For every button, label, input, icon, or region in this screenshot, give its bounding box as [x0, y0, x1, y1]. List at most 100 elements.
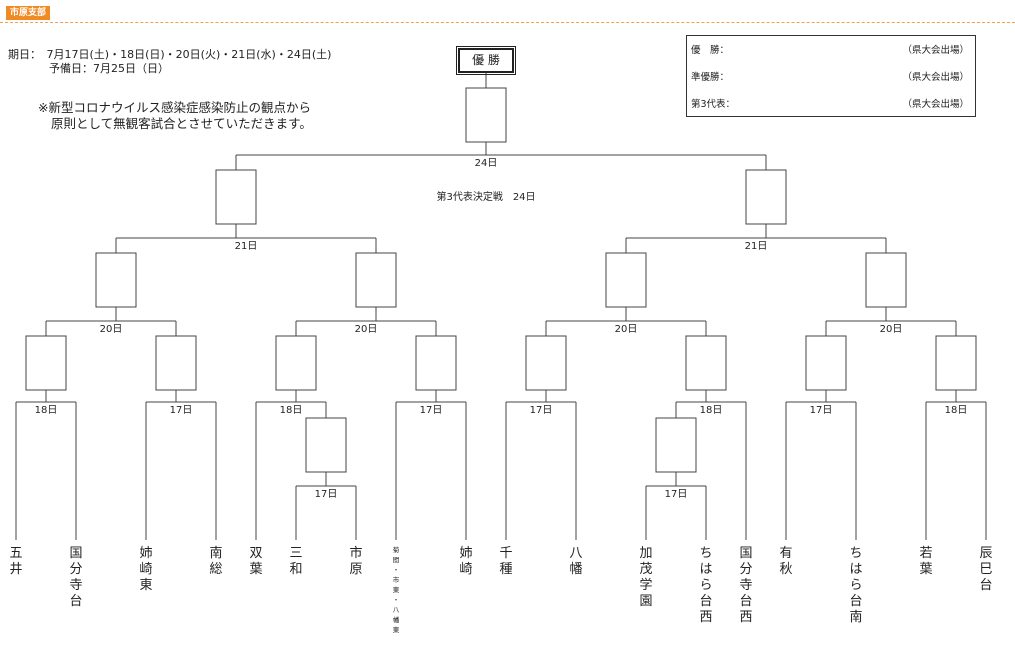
team-name: 秋 [779, 562, 792, 577]
quarterfinal-date-label: 20日 [100, 324, 123, 335]
notice-line-2: 原則として無観客試合とさせていただきます。 [51, 116, 312, 131]
round-box [935, 335, 977, 391]
team-name: 国 [739, 546, 752, 561]
round-box [155, 335, 197, 391]
champion-box: 優 勝 [456, 46, 516, 75]
first-round-date-label: 17日 [170, 405, 193, 416]
legend-row-runner-up: 準優勝： （県大会出場） [691, 69, 969, 83]
team-name: 姉 [459, 546, 472, 561]
legend-row-third: 第3代表： （県大会出場） [691, 96, 969, 110]
team-name: ち [699, 546, 712, 561]
team-name: 南 [209, 545, 222, 561]
team-name: ・ [393, 596, 400, 604]
team-name: 分 [69, 562, 82, 577]
team-name: 崎 [139, 562, 152, 577]
team-name: 巳 [979, 562, 992, 577]
team-name: ら [849, 578, 862, 593]
round-box [25, 335, 67, 391]
team-name: 園 [639, 594, 652, 609]
quarterfinal-date-label: 20日 [615, 324, 638, 335]
quarterfinal-date-label: 20日 [355, 324, 378, 335]
header-divider [0, 22, 1015, 23]
team-name: 東 [393, 625, 400, 634]
legend-label: 準優勝： [691, 72, 730, 83]
notice-line-1: ※新型コロナウイルス感染症感染防止の観点から [38, 100, 311, 115]
team-name: 葉 [249, 562, 262, 577]
legend-label: 第3代表： [691, 99, 736, 110]
team-name: 南 [849, 609, 862, 625]
team-name: 種 [499, 561, 512, 577]
team-name: 井 [9, 562, 22, 577]
final-date-label: 24日 [475, 158, 498, 169]
third-place-label: 第3代表決定戦 24日 [436, 190, 535, 203]
round-box [805, 335, 847, 391]
team-name: 崎 [459, 562, 472, 577]
team-name: 台 [699, 594, 712, 609]
first-round-date-label: 18日 [945, 405, 968, 416]
team-name: は [849, 562, 862, 577]
legend-note: （県大会出場） [902, 45, 969, 56]
team-name: 市 [349, 545, 362, 561]
team-name: ら [699, 578, 712, 593]
team-name: 台 [979, 578, 992, 593]
team-name: 台 [849, 594, 862, 609]
round-box [685, 335, 727, 391]
team-name: 総 [209, 562, 222, 577]
team-name: 若 [919, 545, 932, 561]
semifinal-box [215, 169, 257, 225]
team-name: 和 [289, 562, 302, 577]
team-name: 辰 [979, 546, 992, 561]
team-name: ・ [393, 566, 400, 574]
team-name: 原 [349, 562, 362, 577]
preliminary-date-label: 17日 [665, 489, 688, 500]
final-result-box [465, 87, 507, 143]
semifinal-date-label: 21日 [745, 241, 768, 252]
team-name: 有 [779, 546, 792, 561]
preliminary-box [305, 417, 347, 473]
legend-label: 優 勝： [691, 45, 730, 56]
team-name: 千 [499, 546, 512, 561]
preliminary-date-label: 17日 [315, 489, 338, 500]
team-name: 三 [289, 546, 302, 561]
team-name: 東 [139, 577, 152, 593]
quarterfinal-box [605, 252, 647, 308]
team-name: 幡 [393, 615, 400, 624]
qualifier-legend: 優 勝： （県大会出場） 準優勝： （県大会出場） 第3代表： （県大会出場） [686, 35, 976, 117]
team-name: 間 [393, 556, 400, 564]
semifinal-box [745, 169, 787, 225]
team-name: 幡 [569, 562, 582, 577]
semifinal-date-label: 21日 [235, 241, 258, 252]
team-name: 茂 [639, 562, 652, 577]
round-box [275, 335, 317, 391]
team-name: 市 [393, 575, 400, 584]
team-name: 寺 [69, 578, 82, 593]
team-name: 五 [9, 546, 22, 561]
preliminary-box [655, 417, 697, 473]
team-name: 国 [69, 546, 82, 561]
legend-note: （県大会出場） [902, 72, 969, 83]
first-round-date-label: 18日 [700, 405, 723, 416]
team-name: 姉 [139, 546, 152, 561]
team-name: 西 [699, 610, 712, 625]
team-name: 双 [249, 546, 262, 561]
quarterfinal-box [355, 252, 397, 308]
team-name: 八 [393, 606, 400, 614]
team-name: 八 [569, 546, 582, 561]
team-name: 台 [69, 594, 82, 609]
team-name: 東 [393, 585, 400, 594]
first-round-date-label: 18日 [35, 405, 58, 416]
team-name: は [699, 562, 712, 577]
legend-row-winner: 優 勝： （県大会出場） [691, 42, 969, 56]
team-name: 加 [639, 546, 652, 561]
quarterfinal-box [95, 252, 137, 308]
team-name: 菊 [393, 545, 400, 554]
team-name: ち [849, 546, 862, 561]
team-name: 分 [739, 562, 752, 577]
round-box [415, 335, 457, 391]
first-round-date-label: 17日 [810, 405, 833, 416]
schedule-reserve-date: 予備日：7月25日（日） [49, 62, 169, 75]
team-name: 学 [639, 577, 652, 593]
first-round-date-label: 17日 [420, 405, 443, 416]
team-name: 葉 [919, 562, 932, 577]
